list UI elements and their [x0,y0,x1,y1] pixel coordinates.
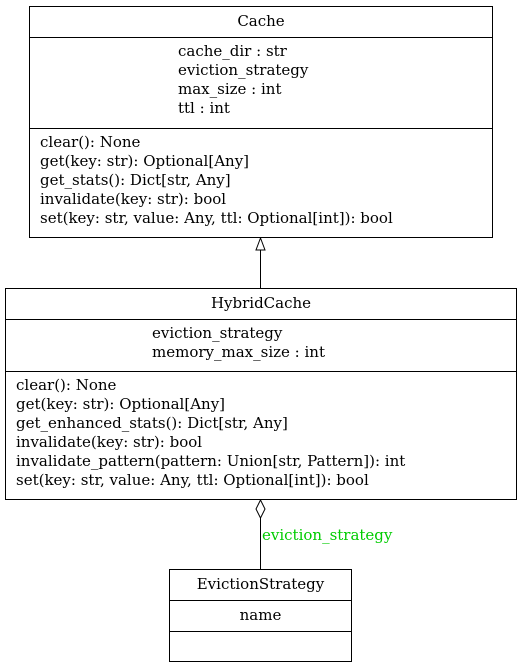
class-attributes: name [170,600,351,631]
class-methods: clear(): None get(key: str): Optional[An… [30,128,492,228]
method: get(key: str): Optional[Any] [40,152,250,170]
inheritance-arrowhead [255,236,266,251]
method: invalidate(key: str): bool [40,190,227,208]
aggregation-diamond [255,498,266,520]
class-methods: clear(): None get(key: str): Optional[An… [6,371,516,490]
class-cache: Cache cache_dir : str eviction_strategy … [29,6,493,238]
method: set(key: str, value: Any, ttl: Optional[… [40,209,393,227]
attribute: cache_dir : str [178,42,287,60]
method: clear(): None [16,376,117,394]
attribute: eviction_strategy [178,61,309,79]
attribute: name [239,606,282,624]
class-name: EvictionStrategy [196,575,325,593]
method: get_stats(): Dict[str, Any] [40,171,231,189]
class-attributes: eviction_strategy memory_max_size : int [6,319,516,371]
method: invalidate_pattern(pattern: Union[str, P… [16,452,406,470]
attribute: ttl : int [178,99,230,117]
attribute: max_size : int [178,80,282,98]
method: invalidate(key: str): bool [16,433,203,451]
class-name: HybridCache [210,294,312,312]
class-name: Cache [237,12,285,30]
method: clear(): None [40,133,141,151]
class-attributes: cache_dir : str eviction_strategy max_si… [30,37,492,128]
class-methods [170,631,351,661]
attribute: memory_max_size : int [152,343,325,361]
method: set(key: str, value: Any, ttl: Optional[… [16,471,369,489]
class-eviction-strategy: EvictionStrategy name [169,569,352,662]
class-hybrid-cache: HybridCache eviction_strategy memory_max… [5,288,517,500]
attribute: eviction_strategy [152,324,283,342]
method: get(key: str): Optional[Any] [16,395,226,413]
aggregation-label: eviction_strategy [262,526,393,544]
method: get_enhanced_stats(): Dict[str, Any] [16,414,288,432]
